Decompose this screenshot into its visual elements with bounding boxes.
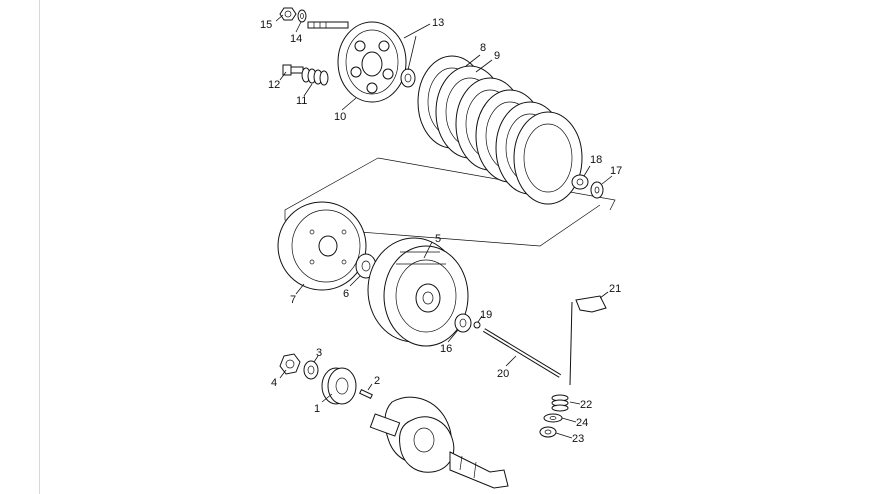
washer-17 — [590, 181, 604, 199]
crankshaft — [369, 396, 509, 489]
washer-24 — [543, 413, 563, 423]
washer-16 — [454, 313, 472, 333]
primary-gear-1 — [321, 367, 357, 405]
steel-ball-19 — [473, 321, 481, 329]
label-10: 10 — [334, 111, 346, 123]
label-7: 7 — [290, 294, 296, 306]
leader-lines — [275, 14, 613, 439]
label-4: 4 — [271, 377, 277, 389]
label-5: 5 — [435, 233, 441, 245]
hub-nut-18 — [571, 174, 589, 190]
label-14: 14 — [290, 33, 302, 45]
washer-3 — [303, 360, 319, 380]
clutch-hub-7 — [277, 201, 367, 291]
clutch-housing-5 — [367, 237, 469, 347]
label-8: 8 — [480, 42, 486, 54]
label-15: 15 — [260, 19, 272, 31]
key-2 — [359, 388, 373, 400]
label-13: 13 — [432, 17, 444, 29]
label-6: 6 — [343, 288, 349, 300]
part-number-labels: 15 14 13 12 11 10 8 9 18 17 5 6 7 19 16 … — [260, 17, 622, 445]
label-18: 18 — [590, 154, 602, 166]
nut-4 — [279, 353, 301, 375]
label-19: 19 — [480, 309, 492, 321]
label-3: 3 — [316, 347, 322, 359]
clutch-plates — [417, 55, 583, 205]
push-rod-20 — [482, 328, 562, 378]
label-24: 24 — [576, 417, 588, 429]
label-2: 2 — [374, 375, 380, 387]
nut-15 — [279, 7, 297, 21]
bolt-12 — [282, 64, 304, 76]
spring-22 — [551, 394, 569, 412]
washer-14 — [297, 9, 307, 23]
page-left-rule — [39, 0, 40, 494]
oil-seal-23 — [539, 426, 557, 438]
release-lever-21 — [569, 295, 607, 386]
label-21: 21 — [609, 283, 621, 295]
label-20: 20 — [497, 368, 509, 380]
label-23: 23 — [572, 433, 584, 445]
release-bearing — [400, 68, 416, 88]
label-17: 17 — [610, 165, 622, 177]
label-9: 9 — [494, 50, 500, 62]
label-22: 22 — [580, 399, 592, 411]
clutch-bolt-long — [307, 21, 349, 29]
label-11: 11 — [296, 95, 307, 107]
label-16: 16 — [440, 343, 452, 355]
spring-11 — [301, 67, 329, 86]
label-1: 1 — [314, 403, 320, 415]
pressure-plate — [337, 21, 407, 103]
label-12: 12 — [268, 79, 280, 91]
